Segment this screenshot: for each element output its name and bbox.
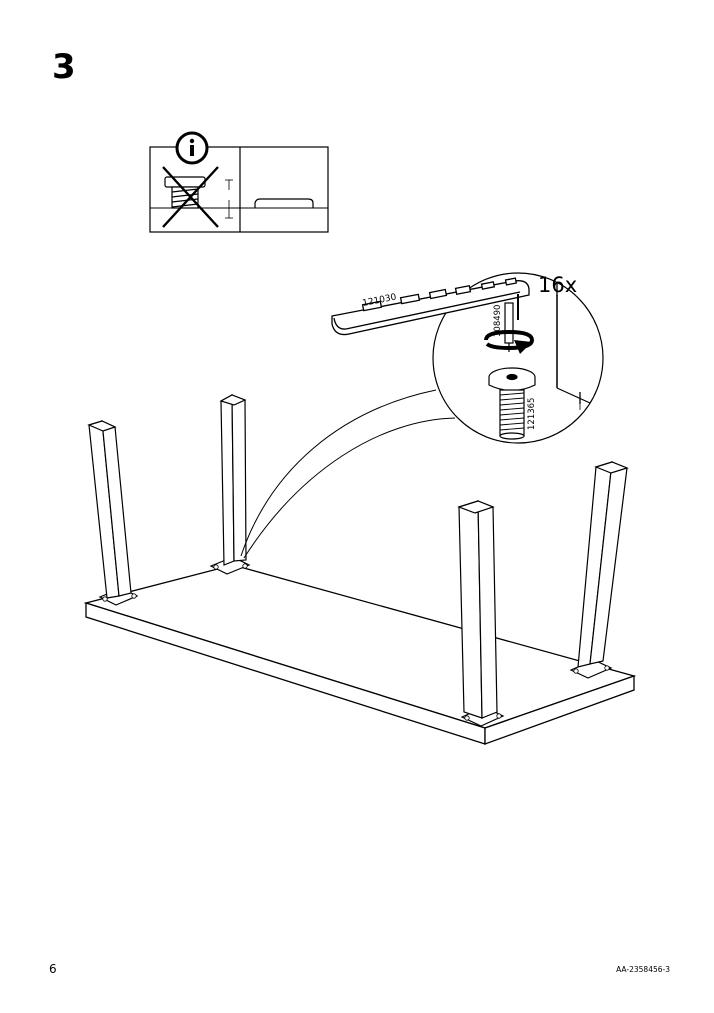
table-leg	[87, 420, 139, 606]
page-number: 6	[49, 962, 57, 976]
table-leg	[457, 500, 505, 727]
table-leg	[569, 461, 629, 679]
wall-corner	[556, 282, 581, 404]
table-leg	[209, 393, 251, 575]
bolt-icon	[488, 367, 536, 440]
callout-lines	[240, 389, 456, 559]
part-number-allen-key: 108490	[493, 305, 503, 337]
document-code: AA-2358456-3	[616, 965, 670, 974]
leg-bracket	[331, 277, 530, 336]
part-number-bolt: 121365	[527, 398, 537, 430]
rotate-arrow-icon	[484, 329, 535, 354]
info-icon	[175, 131, 209, 165]
quantity-label: 16x	[538, 273, 577, 297]
step-number: 3	[52, 47, 76, 87]
table-top	[83, 564, 637, 745]
info-panel	[149, 146, 329, 233]
detail-circle	[432, 272, 604, 444]
